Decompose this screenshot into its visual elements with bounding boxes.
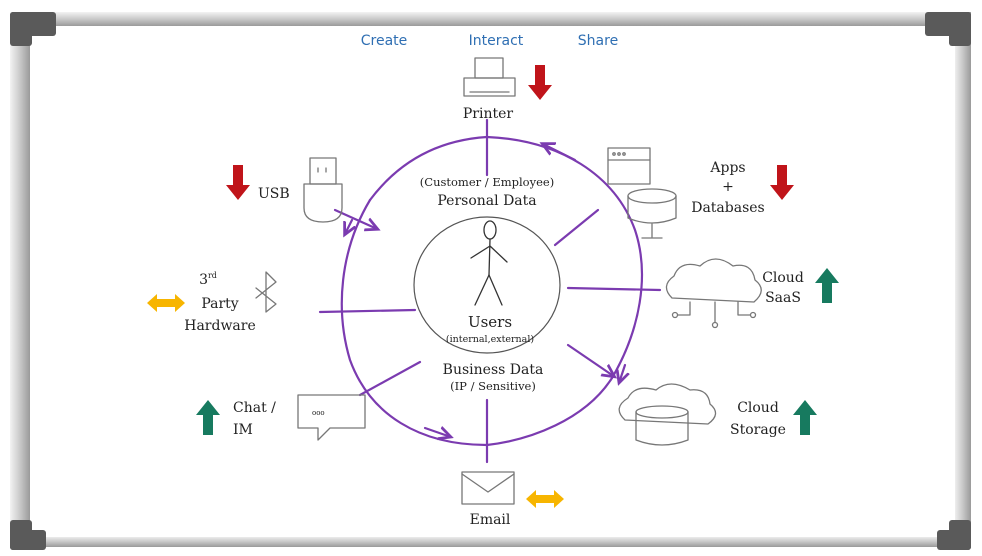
chat-label-2: IM (233, 422, 253, 438)
cloud-saas-node: Cloud SaaS (665, 258, 839, 329)
user-figure-icon (470, 220, 508, 306)
header-create: Create (361, 33, 408, 49)
chat-bubble-icon (297, 394, 366, 441)
hardware-node: 3rd Party Hardware (147, 271, 277, 334)
hardware-label: Hardware (184, 318, 256, 334)
cloud-storage-node: Cloud Storage (618, 383, 817, 446)
spokes (318, 118, 662, 464)
cloud-saas-label-2: SaaS (765, 290, 801, 306)
data-flow-loop (340, 135, 644, 447)
hardware-number: 3rd (199, 271, 217, 288)
cloud-saas-icon (665, 258, 762, 329)
email-arrow-icon (526, 490, 564, 508)
printer-node: Printer (463, 57, 552, 122)
personal-data-label: Personal Data (437, 193, 536, 209)
chat-dots: ooo (312, 409, 325, 417)
users-sublabel: (internal,external) (446, 334, 534, 345)
chat-node: ooo Chat / IM (196, 394, 366, 441)
header: Create Interact Share (361, 33, 618, 49)
apps-arrow-icon (770, 165, 794, 200)
cloud-storage-arrow-icon (793, 400, 817, 435)
printer-arrow-icon (528, 65, 552, 100)
header-interact: Interact (469, 33, 524, 49)
apps-plus-label: + (722, 179, 734, 195)
cloud-saas-label-1: Cloud (762, 270, 804, 286)
usb-label: USB (258, 186, 290, 202)
printer-label: Printer (463, 106, 514, 122)
apps-label: Apps (709, 160, 745, 176)
usb-icon (303, 157, 343, 223)
chat-label-1: Chat / (233, 400, 276, 416)
apps-databases-node: Apps + Databases (607, 147, 794, 239)
center-labels: (Customer / Employee) Personal Data User… (420, 175, 554, 393)
users-label: Users (468, 313, 512, 331)
databases-label: Databases (691, 200, 765, 216)
printer-icon (463, 57, 516, 97)
usb-node: USB (226, 157, 343, 223)
cloud-saas-arrow-icon (815, 268, 839, 303)
chat-arrow-icon (196, 400, 220, 435)
hardware-arrow-icon (147, 294, 185, 312)
business-data-label: Business Data (443, 362, 544, 378)
cloud-storage-label-1: Cloud (737, 400, 779, 416)
apps-window-icon (607, 147, 651, 185)
hardware-party-label: Party (201, 296, 238, 312)
envelope-icon (461, 471, 515, 505)
personal-data-qualifier: (Customer / Employee) (420, 175, 554, 189)
business-data-qualifier: (IP / Sensitive) (450, 379, 536, 393)
users-circle (413, 216, 561, 354)
bluetooth-icon (255, 271, 277, 313)
email-node: Email (461, 471, 564, 528)
database-icon (627, 188, 677, 239)
cloud-storage-label-2: Storage (730, 422, 786, 438)
cloud-storage-icon (618, 383, 717, 446)
usb-arrow-icon (226, 165, 250, 200)
header-share: Share (578, 33, 618, 49)
email-label: Email (470, 512, 511, 528)
